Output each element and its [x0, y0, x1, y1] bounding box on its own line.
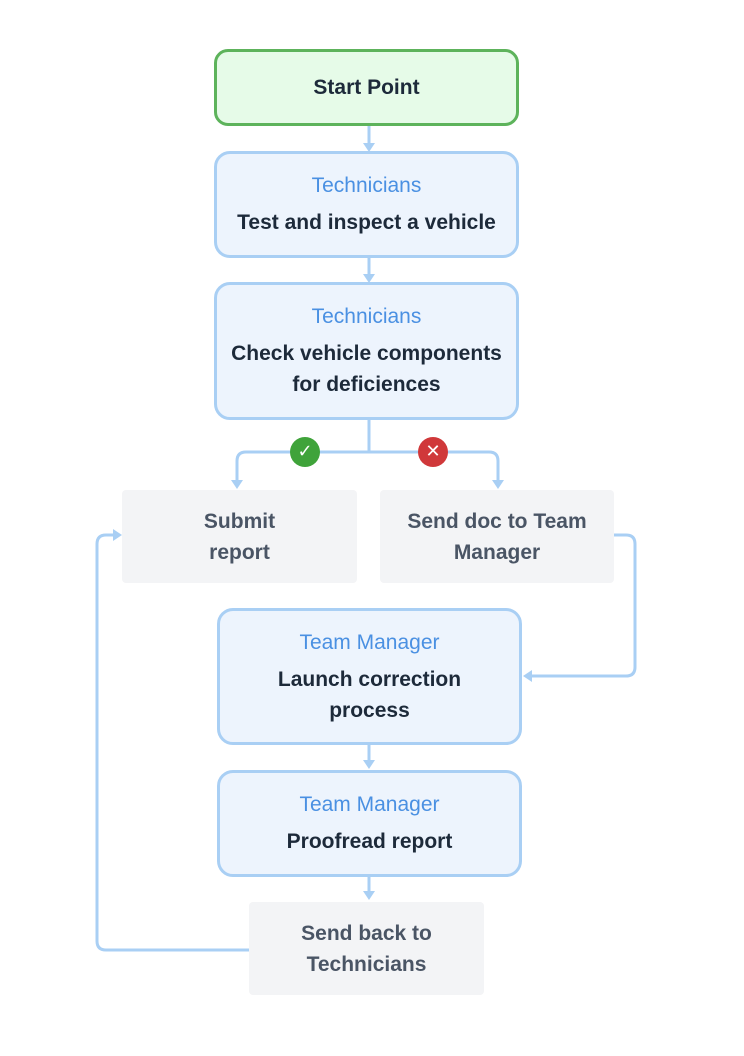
task-label: Launch correction process: [277, 667, 462, 722]
arrowhead: [363, 891, 375, 900]
arrowhead: [231, 480, 243, 489]
step-launch-correction: Team Manager Launch correction process: [217, 608, 522, 745]
connector-loop-back: [95, 533, 251, 952]
action-label: Send doc to Team Manager: [407, 509, 587, 564]
role-label: Technicians: [311, 305, 422, 328]
role-label: Technicians: [311, 174, 422, 197]
check-icon: ✓: [290, 437, 320, 467]
task-label: Proofread report: [286, 830, 453, 853]
task-label: Test and inspect a vehicle: [237, 211, 496, 234]
action-send-back: Send back to Technicians: [249, 902, 484, 995]
step-proofread: Team Manager Proofread report: [217, 770, 522, 877]
role-label: Team Manager: [299, 630, 440, 654]
action-label: Submit report: [203, 509, 276, 564]
action-send-doc: Send doc to Team Manager: [380, 490, 614, 583]
arrowhead: [363, 143, 375, 152]
arrowhead: [492, 480, 504, 489]
connector-decision-no: [367, 450, 500, 484]
start-label: Start Point: [313, 75, 420, 99]
arrowhead: [363, 274, 375, 283]
action-submit-report: Submit report: [122, 490, 357, 583]
step-check-components: Technicians Check vehicle components for…: [214, 282, 519, 420]
arrowhead: [363, 760, 375, 769]
task-label: Check vehicle components for deficiences: [231, 342, 502, 396]
role-label: Team Manager: [299, 793, 440, 816]
connector-decision-yes: [235, 450, 371, 484]
arrowhead: [523, 670, 532, 682]
start-node: Start Point: [214, 49, 519, 126]
step-test-inspect: Technicians Test and inspect a vehicle: [214, 151, 519, 258]
arrowhead: [113, 529, 122, 541]
connector-senddoc-to-step3: [528, 533, 637, 678]
x-icon: ✕: [418, 437, 448, 467]
action-label: Send back to Technicians: [301, 921, 432, 976]
